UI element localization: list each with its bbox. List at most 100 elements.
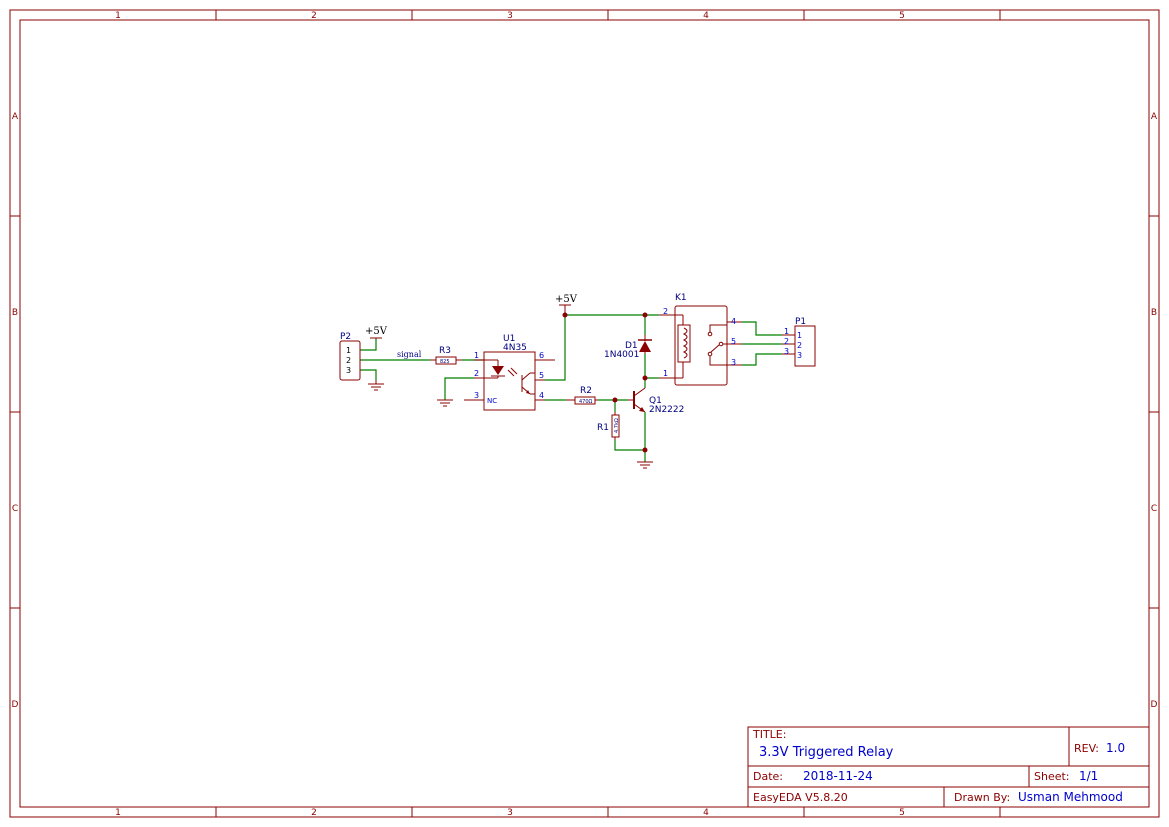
wire-u1-pin5-to-5v xyxy=(545,315,566,381)
software-label: EasyEDA V5.8.20 xyxy=(753,791,848,804)
col-label-bottom-3: 3 xyxy=(507,808,513,818)
p1-pin-3-inner: 3 xyxy=(797,351,802,360)
wire-r1-to-gnd xyxy=(614,440,645,451)
col-label-top-5: 5 xyxy=(899,11,905,21)
date-value: 2018-11-24 xyxy=(803,769,873,783)
outer-border xyxy=(9,9,1160,818)
wire-relay-3-to-p1-3 xyxy=(742,353,782,366)
junction-base xyxy=(612,397,618,403)
row-label-right-a: A xyxy=(1151,112,1158,122)
title-value: 3.3V Triggered Relay xyxy=(759,745,894,760)
net-label-signal: signal xyxy=(397,350,422,359)
rev-caption: REV: xyxy=(1074,742,1099,755)
d1-value: 1N4001 xyxy=(604,350,639,360)
p2-power-label: +5V xyxy=(365,326,388,337)
wire-p2-pin3-to-gnd xyxy=(360,369,377,380)
wire-relay-4-to-p1-1 xyxy=(742,321,782,336)
connector-p1: P1 1 2 3 1 2 3 xyxy=(782,317,816,367)
row-label-right-c: C xyxy=(1151,504,1157,514)
p1-pin-2-inner: 2 xyxy=(797,341,802,350)
r3-ref: R3 xyxy=(439,346,451,356)
power-symbol-p2: +5V xyxy=(365,326,388,339)
ground-symbol-q1 xyxy=(637,461,653,469)
wire-diode-anode-to-coil xyxy=(644,354,659,379)
u1-power-label: +5V xyxy=(555,294,578,305)
col-label-bottom-4: 4 xyxy=(703,808,709,818)
row-label-right-d: D xyxy=(1151,700,1158,710)
p2-pin-2: 2 xyxy=(346,356,351,365)
p1-pin-2-outer: 2 xyxy=(784,337,789,346)
k1-pin-3: 3 xyxy=(731,358,736,367)
junction-gnd xyxy=(642,447,648,453)
k1-pin-5: 5 xyxy=(731,337,736,346)
r2-value: 470Ω xyxy=(579,399,593,405)
title-block: TITLE: 3.3V Triggered Relay REV: 1.0 Dat… xyxy=(747,726,1150,808)
power-symbol-u1: +5V xyxy=(555,294,578,315)
p1-pin-1-outer: 1 xyxy=(784,327,789,336)
rev-value: 1.0 xyxy=(1106,741,1125,755)
date-caption: Date: xyxy=(753,770,783,783)
col-label-top-3: 3 xyxy=(507,11,513,21)
col-label-top-1: 1 xyxy=(115,11,121,21)
q1-value: 2N2222 xyxy=(649,405,684,415)
u1-pin-6: 6 xyxy=(539,351,544,360)
col-label-bottom-2: 2 xyxy=(311,808,317,818)
p2-pin-1: 1 xyxy=(346,346,351,355)
junction-diode-top xyxy=(642,312,648,318)
u1-pin-4: 4 xyxy=(539,391,544,400)
q1-ref: Q1 xyxy=(649,396,662,406)
col-label-bottom-1: 1 xyxy=(115,808,121,818)
row-label-left-c: C xyxy=(12,504,18,514)
inner-border xyxy=(19,19,1150,808)
col-label-bottom-5: 5 xyxy=(899,808,905,818)
drawn-by-value: Usman Mehmood xyxy=(1018,790,1123,804)
u1-pin-3: 3 xyxy=(474,391,479,400)
row-label-left-d: D xyxy=(12,700,19,710)
u1-nc-label: NC xyxy=(487,397,497,405)
p1-pin-3-outer: 3 xyxy=(784,347,789,356)
r3-value: 825 xyxy=(440,359,450,365)
k1-pin-2: 2 xyxy=(663,307,668,316)
sheet-caption: Sheet: xyxy=(1034,770,1070,783)
title-caption: TITLE: xyxy=(752,728,786,741)
u1-pin-1: 1 xyxy=(474,351,479,360)
col-label-top-2: 2 xyxy=(311,11,317,21)
relay-k1: K1 2 1 4 5 3 xyxy=(659,293,742,386)
wire-u1-pin2-to-gnd xyxy=(444,377,474,400)
connector-p2: P2 1 2 3 xyxy=(339,332,361,381)
resistor-r1: R1 4.7kΩ xyxy=(597,412,620,440)
p2-pin-3: 3 xyxy=(346,366,351,375)
u1-value: 4N35 xyxy=(503,343,527,353)
col-label-top-4: 4 xyxy=(703,11,709,21)
row-label-left-b: B xyxy=(12,308,18,318)
k1-ref: K1 xyxy=(675,293,687,303)
u1-pin-5: 5 xyxy=(539,371,544,380)
r1-value: 4.7kΩ xyxy=(614,418,620,433)
d1-ref: D1 xyxy=(625,341,638,351)
p1-ref: P1 xyxy=(795,317,806,327)
p2-ref: P2 xyxy=(340,332,351,342)
junction-diode-bottom xyxy=(642,375,648,381)
transistor-q1: Q1 2N2222 xyxy=(628,387,684,415)
row-label-right-b: B xyxy=(1151,308,1157,318)
r2-ref: R2 xyxy=(580,386,592,396)
wires xyxy=(360,314,782,462)
drawn-by-caption: Drawn By: xyxy=(954,791,1010,804)
sheet-value: 1/1 xyxy=(1079,769,1098,783)
k1-pin-1: 1 xyxy=(663,369,668,378)
u1-pin-2: 2 xyxy=(474,369,479,378)
optocoupler-u1: U1 4N35 1 2 3 6 5 4 NC xyxy=(464,334,555,411)
resistor-r2: R2 470Ω xyxy=(566,386,598,405)
row-label-left-a: A xyxy=(12,112,19,122)
resistor-r3: R3 825 xyxy=(430,346,462,365)
ground-symbol-u1 xyxy=(437,399,453,407)
r1-ref: R1 xyxy=(597,423,609,433)
diode-d1: D1 1N4001 xyxy=(604,335,652,360)
wire-p2-pin1-to-5v xyxy=(360,338,377,351)
ground-symbol-p2 xyxy=(368,380,384,391)
drawing-frame: 1 2 3 4 5 1 2 3 4 5 A B C D A B C D xyxy=(9,9,1160,818)
p1-pin-1-inner: 1 xyxy=(797,331,802,340)
u1-ref: U1 xyxy=(503,334,515,344)
k1-pin-4: 4 xyxy=(731,317,736,326)
